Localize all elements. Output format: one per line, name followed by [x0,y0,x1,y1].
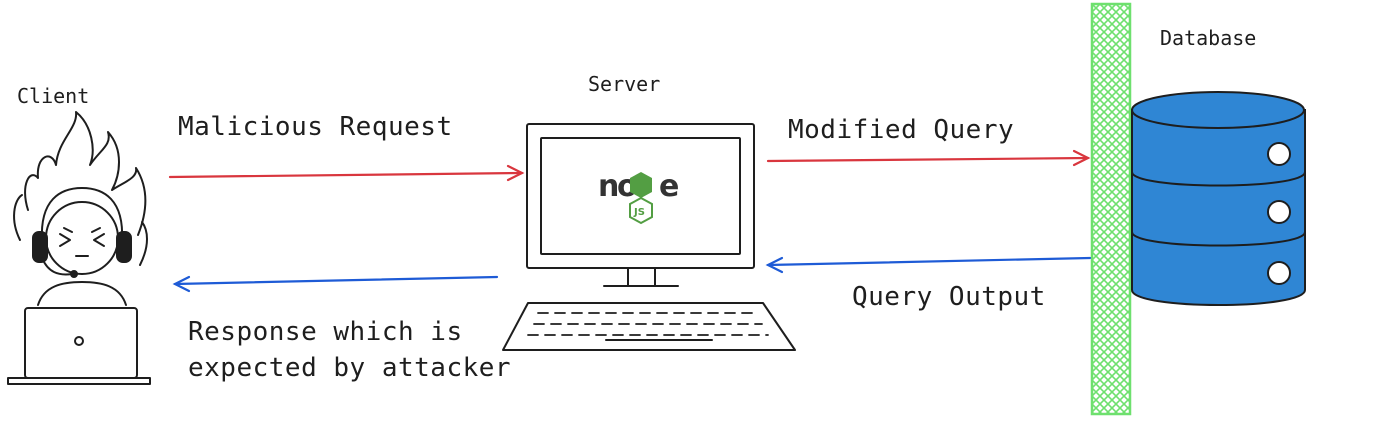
response-label-line2: expected by attacker [188,353,512,383]
database-cylinder-icon [1131,91,1306,306]
server-label: Server [588,72,661,96]
arrow-query-output [765,256,1092,274]
response-label-line1: Response which is [188,317,463,347]
svg-text:e: e [659,169,679,204]
database-label: Database [1160,26,1257,50]
arrow-modified-query [766,149,1091,167]
client-label: Client [17,84,90,108]
arrow-malicious-request [168,164,525,182]
svg-text:JS: JS [633,207,645,218]
firewall-barrier [1090,2,1132,416]
server-computer-icon [502,123,796,351]
response-label: Response which is expected by attacker [188,314,511,386]
modified-query-label: Modified Query [788,115,1015,145]
malicious-request-label: Malicious Request [178,112,453,142]
svg-text:n: n [598,169,618,204]
query-output-label: Query Output [852,282,1046,312]
arrow-response [172,275,499,293]
nodejs-logo-icon: n o e JS [598,169,679,225]
client-hacker-icon [7,111,151,385]
